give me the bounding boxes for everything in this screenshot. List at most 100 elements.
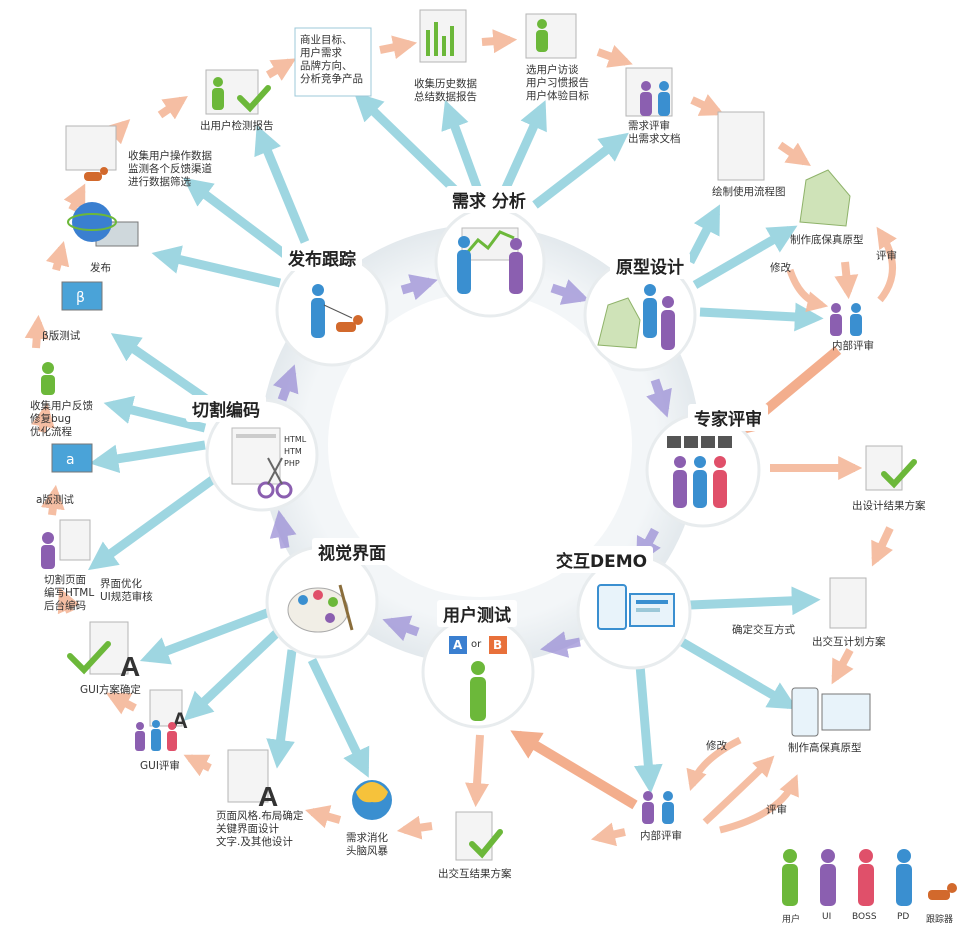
label-review-bottom: 评审 <box>766 804 787 816</box>
inward-arrows <box>88 91 824 794</box>
scissors-icon <box>257 457 293 499</box>
step-page-style: 页面风格.布局确定 关键界面设计 文字.及其他设计 <box>216 810 304 848</box>
svg-text:A: A <box>120 651 140 682</box>
test-result-check-icon <box>469 829 503 859</box>
demo-screens-icon <box>597 584 675 630</box>
design-result-check-icon <box>881 459 917 489</box>
hub-title-expert: 专家评审 <box>688 404 768 431</box>
legend-label-boss: BOSS <box>852 912 877 922</box>
step-lowfi: 制作底保真原型 <box>790 234 864 246</box>
step-requirement-review: 需求评审 出需求文档 <box>628 120 681 145</box>
step-internal-review-bottom: 内部评审 <box>640 830 682 842</box>
step-business-goals: 商业目标、 用户需求 品牌方向、 分析竞争产品 <box>300 34 363 85</box>
lowfi-model-icon <box>799 169 851 227</box>
legend-tracker-figure <box>928 883 957 900</box>
interview-doc-icon <box>525 13 577 59</box>
step-publish: 发布 <box>90 262 111 274</box>
usertest-person-icon <box>470 661 486 721</box>
step-user-interview: 选用户访谈 用户习惯报告 用户体验目标 <box>526 64 589 102</box>
gui-confirm-doc-icon <box>89 621 129 675</box>
usertest-or-label: or <box>471 639 482 650</box>
label-modify-bottom: 修改 <box>706 740 727 752</box>
business-goals-box <box>294 27 372 97</box>
legend-label-user: 用户 <box>782 915 801 925</box>
cut-page-doc-icon <box>59 519 91 561</box>
step-cut-page: 切割页面 编写HTML 后台编码 <box>44 574 95 612</box>
step-hifi: 制作高保真原型 <box>788 742 862 754</box>
legend-user-figure <box>782 849 798 906</box>
step-flowchart: 绘制使用流程图 <box>712 186 786 198</box>
step-test-result: 出交互结果方案 <box>438 868 512 880</box>
alpha-symbol-icon: a <box>66 452 75 468</box>
legend-pd-figure <box>896 849 912 906</box>
globe-icon <box>67 202 117 242</box>
legend: 用户 UI BOSS PD 跟踪器 <box>770 846 960 926</box>
ring-center <box>328 293 632 597</box>
step-people <box>41 19 862 824</box>
usertest-b-label: B <box>493 638 503 652</box>
legend-label-pd: PD <box>897 912 910 922</box>
label-confirm-interaction: 确定交互方式 <box>732 624 795 636</box>
tracker-dog-icon <box>323 304 363 332</box>
step-collect-ops: 收集用户操作数据 监测各个反馈渠道 进行数据筛选 <box>128 150 212 188</box>
expert-people-icon <box>673 456 727 508</box>
step-interaction-plan: 出交互计划方案 <box>812 636 886 648</box>
hub-title-release: 发布跟踪 <box>282 244 362 271</box>
analysis-chart-icon <box>461 227 519 261</box>
hub-title-demo: 交互DEMO <box>550 546 654 573</box>
gui-review-doc-icon <box>149 689 183 727</box>
usertest-a-label: A <box>453 638 463 652</box>
label-modify-top: 修改 <box>770 262 791 274</box>
legend-boss-figure <box>858 849 874 906</box>
gui-confirm-check-icon <box>67 641 111 675</box>
step-detection-report: 出用户检测报告 <box>200 120 274 132</box>
ops-dog-icon <box>84 167 108 181</box>
hub-title-analysis: 需求 分析 <box>446 186 532 213</box>
prototype-model-icon <box>597 297 641 349</box>
beta-symbol-icon: β <box>76 290 85 306</box>
svg-text:A: A <box>258 781 278 812</box>
release-person-icon <box>311 284 325 338</box>
ops-data-doc-icon <box>65 125 117 171</box>
brain-icon <box>352 780 392 820</box>
step-design-result: 出设计结果方案 <box>852 500 926 512</box>
expert-checklist-icon <box>667 436 732 448</box>
legend-label-ui: UI <box>822 912 832 922</box>
page-style-doc-icon <box>227 749 269 803</box>
hub-title-usertest: 用户测试 <box>437 600 517 627</box>
hub-title-coding: 切割编码 <box>186 395 266 422</box>
interaction-plan-doc-icon <box>829 577 867 629</box>
legend-figures <box>782 849 957 906</box>
step-internal-review-top: 内部评审 <box>832 340 874 352</box>
analysis-people-icon <box>457 236 523 294</box>
hub-flow-arrows <box>269 274 672 658</box>
hifi-screens-icon <box>791 687 871 737</box>
step-beta-test: β版测试 <box>42 330 81 342</box>
legend-ui-figure <box>820 849 836 906</box>
letter-a-icons: A A A <box>120 651 278 812</box>
detection-check-icon <box>237 85 271 113</box>
label-review-top: 评审 <box>876 250 897 262</box>
outer-flow-arrows <box>24 29 894 847</box>
hub-title-prototype: 原型设计 <box>610 252 690 279</box>
step-alpha-test: a版测试 <box>36 494 74 506</box>
palette-icon <box>287 584 354 633</box>
prototype-people-icon <box>643 284 675 350</box>
hub-circle-analysis <box>434 206 546 318</box>
step-history-data: 收集历史数据 总结数据报告 <box>414 78 477 103</box>
check-icons <box>67 85 917 859</box>
flowchart-doc-icon <box>717 111 765 181</box>
legend-label-tracker: 跟踪器 <box>926 915 954 925</box>
svg-text:A: A <box>172 708 188 733</box>
usertest-ab-icon <box>449 636 507 654</box>
step-gui-review: GUI评审 <box>140 760 180 772</box>
step-bars <box>426 22 454 56</box>
step-feedback: 收集用户反馈 修复bug 优化流程 <box>30 400 93 438</box>
step-brainstorm: 需求消化 头脑风暴 <box>346 832 388 857</box>
step-ui-optimize: 界面优化 UI规范审核 <box>100 578 153 603</box>
review-loops <box>686 226 897 834</box>
coding-lang-list: HTML HTM PHP <box>284 435 307 468</box>
hub-circle-release <box>275 253 389 367</box>
